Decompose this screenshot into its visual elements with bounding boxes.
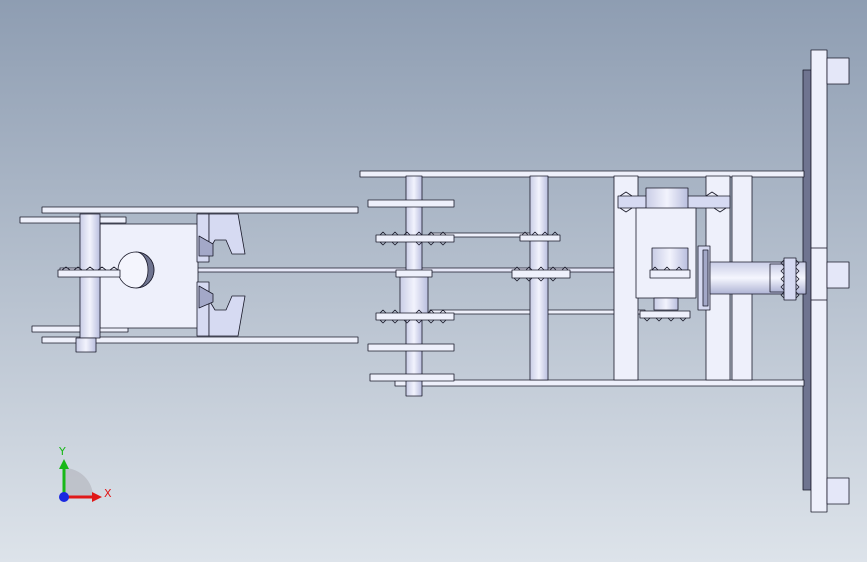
plate-boss-top	[826, 57, 850, 85]
motor-body[interactable]	[635, 187, 697, 311]
triad-z-axis	[59, 492, 69, 502]
gripper-body[interactable]	[75, 213, 199, 353]
motor-output-sprocket[interactable]	[649, 266, 691, 279]
shaft-1-lower-sprocket[interactable]	[375, 309, 455, 324]
shaft-1-upper-sprocket[interactable]	[375, 231, 455, 246]
coupling-disc[interactable]	[697, 245, 711, 311]
shaft-2-middle-sprocket[interactable]	[511, 266, 571, 282]
shaft-1-hub	[399, 275, 429, 319]
lower-link-bar[interactable]	[394, 379, 805, 387]
triad-x-label: X	[104, 487, 112, 500]
axis-triad: X Y	[58, 445, 112, 502]
gripper-jaw-lower[interactable]	[196, 281, 246, 337]
mounting-plate[interactable]	[802, 49, 850, 513]
gripper-jaw-upper[interactable]	[196, 213, 246, 263]
frame-post-left[interactable]	[613, 175, 639, 381]
gripper-upper-arm[interactable]	[19, 206, 359, 224]
triad-xy-plane	[64, 468, 93, 497]
triad-y-label: Y	[58, 445, 66, 458]
plate-boss-bottom	[826, 477, 850, 505]
output-gear[interactable]	[780, 257, 800, 301]
mechanism-assembly[interactable]	[19, 49, 850, 513]
shaft-2-upper-sprocket[interactable]	[519, 231, 561, 242]
motor-lower-gear[interactable]	[639, 310, 691, 322]
shaft-1-middle-sprocket[interactable]	[395, 269, 433, 278]
plate-boss-middle	[826, 261, 850, 289]
upper-link-bar[interactable]	[359, 170, 805, 178]
gripper-sprocket[interactable]	[57, 266, 121, 278]
